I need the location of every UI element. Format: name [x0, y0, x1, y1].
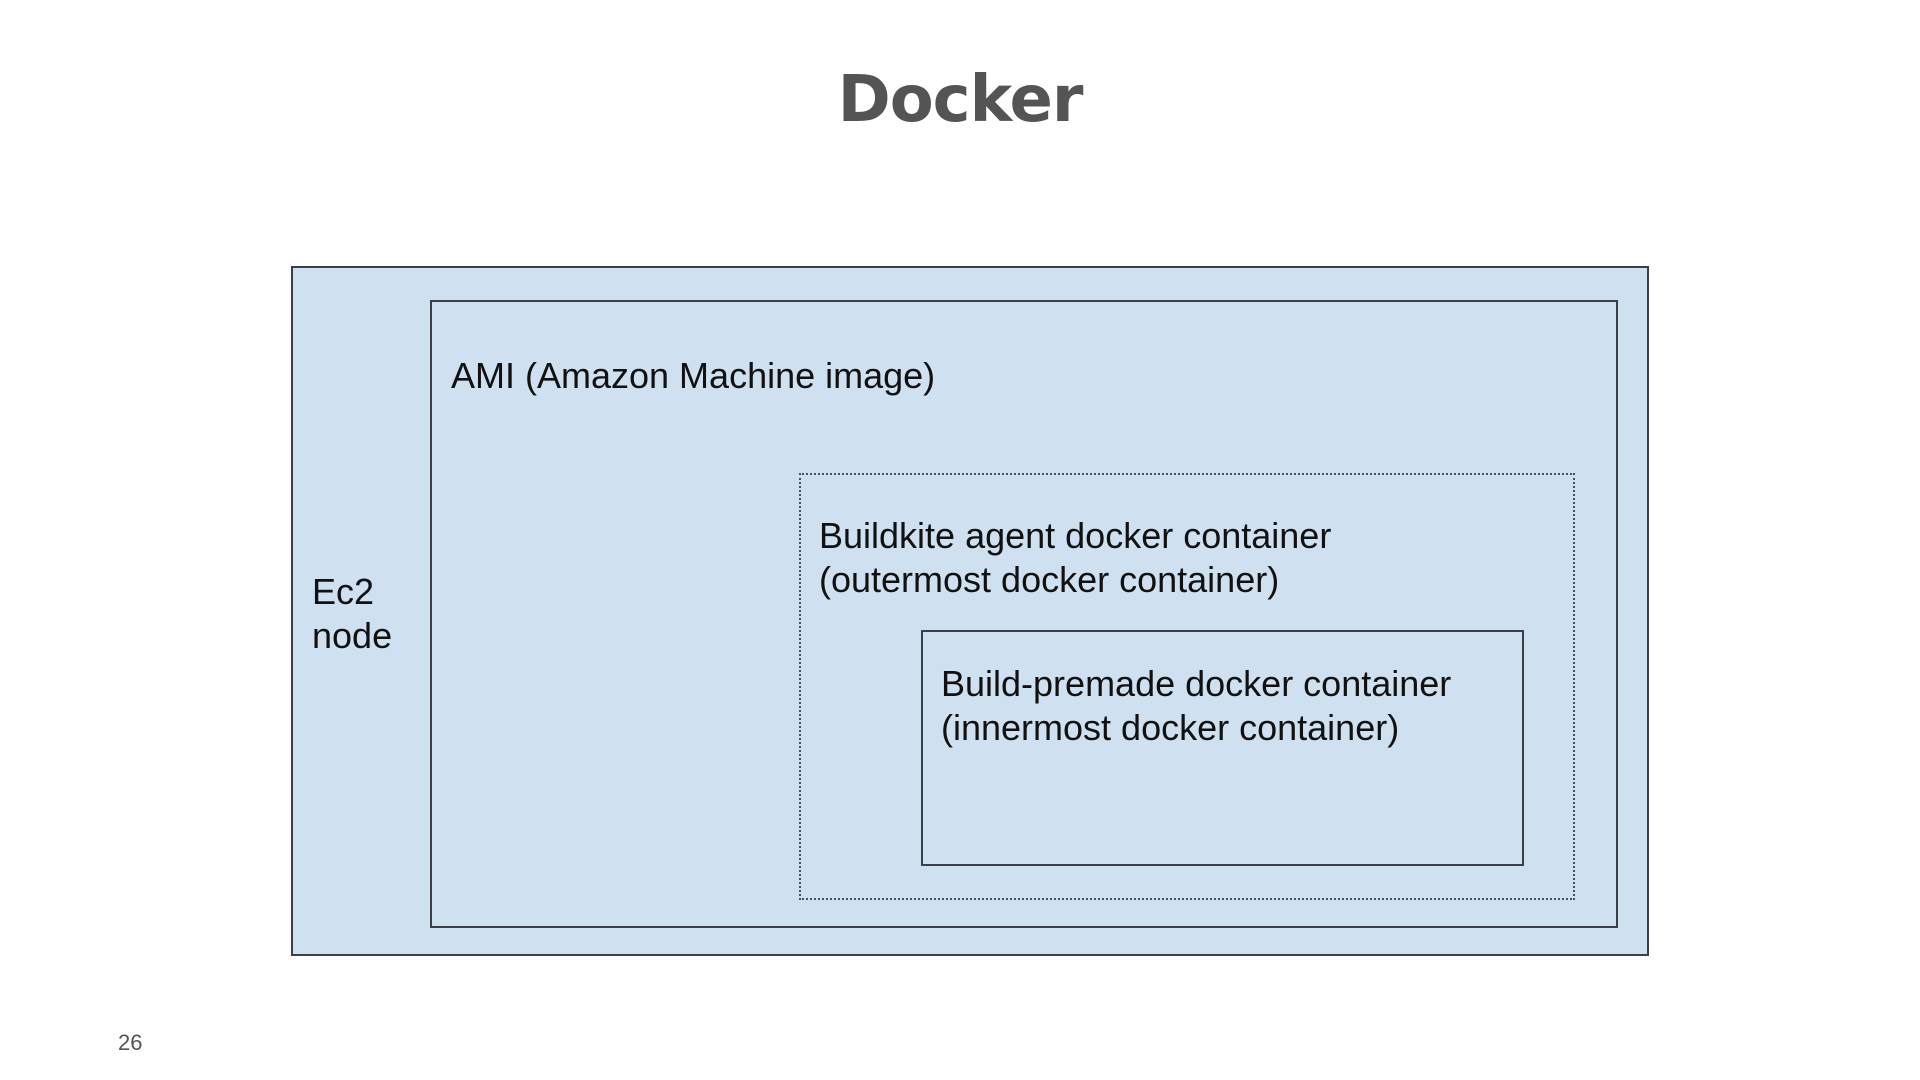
- buildkite-agent-container-label-line2: (outermost docker container): [819, 559, 1280, 600]
- build-premade-container-label-line2: (innermost docker container): [941, 707, 1400, 748]
- buildkite-agent-container-box: [799, 473, 1575, 900]
- ami-label: AMI (Amazon Machine image): [451, 355, 936, 396]
- buildkite-agent-container-label: Buildkite agent docker container (outerm…: [819, 514, 1331, 602]
- slide-title: Docker: [837, 63, 1084, 137]
- ec2-node-box: [291, 266, 1649, 956]
- buildkite-agent-container-label-line1: Buildkite agent docker container: [819, 515, 1332, 556]
- build-premade-container-label-line1: Build-premade docker container: [941, 663, 1452, 704]
- ec2-node-label: Ec2 node: [312, 570, 392, 658]
- ec2-node-label-line2: node: [312, 615, 393, 656]
- build-premade-container-label: Build-premade docker container (innermos…: [941, 662, 1451, 750]
- build-premade-container-box: [921, 630, 1524, 866]
- ami-box: [430, 300, 1618, 928]
- ec2-node-label-line1: Ec2: [312, 571, 375, 612]
- page-number: 26: [118, 1030, 143, 1055]
